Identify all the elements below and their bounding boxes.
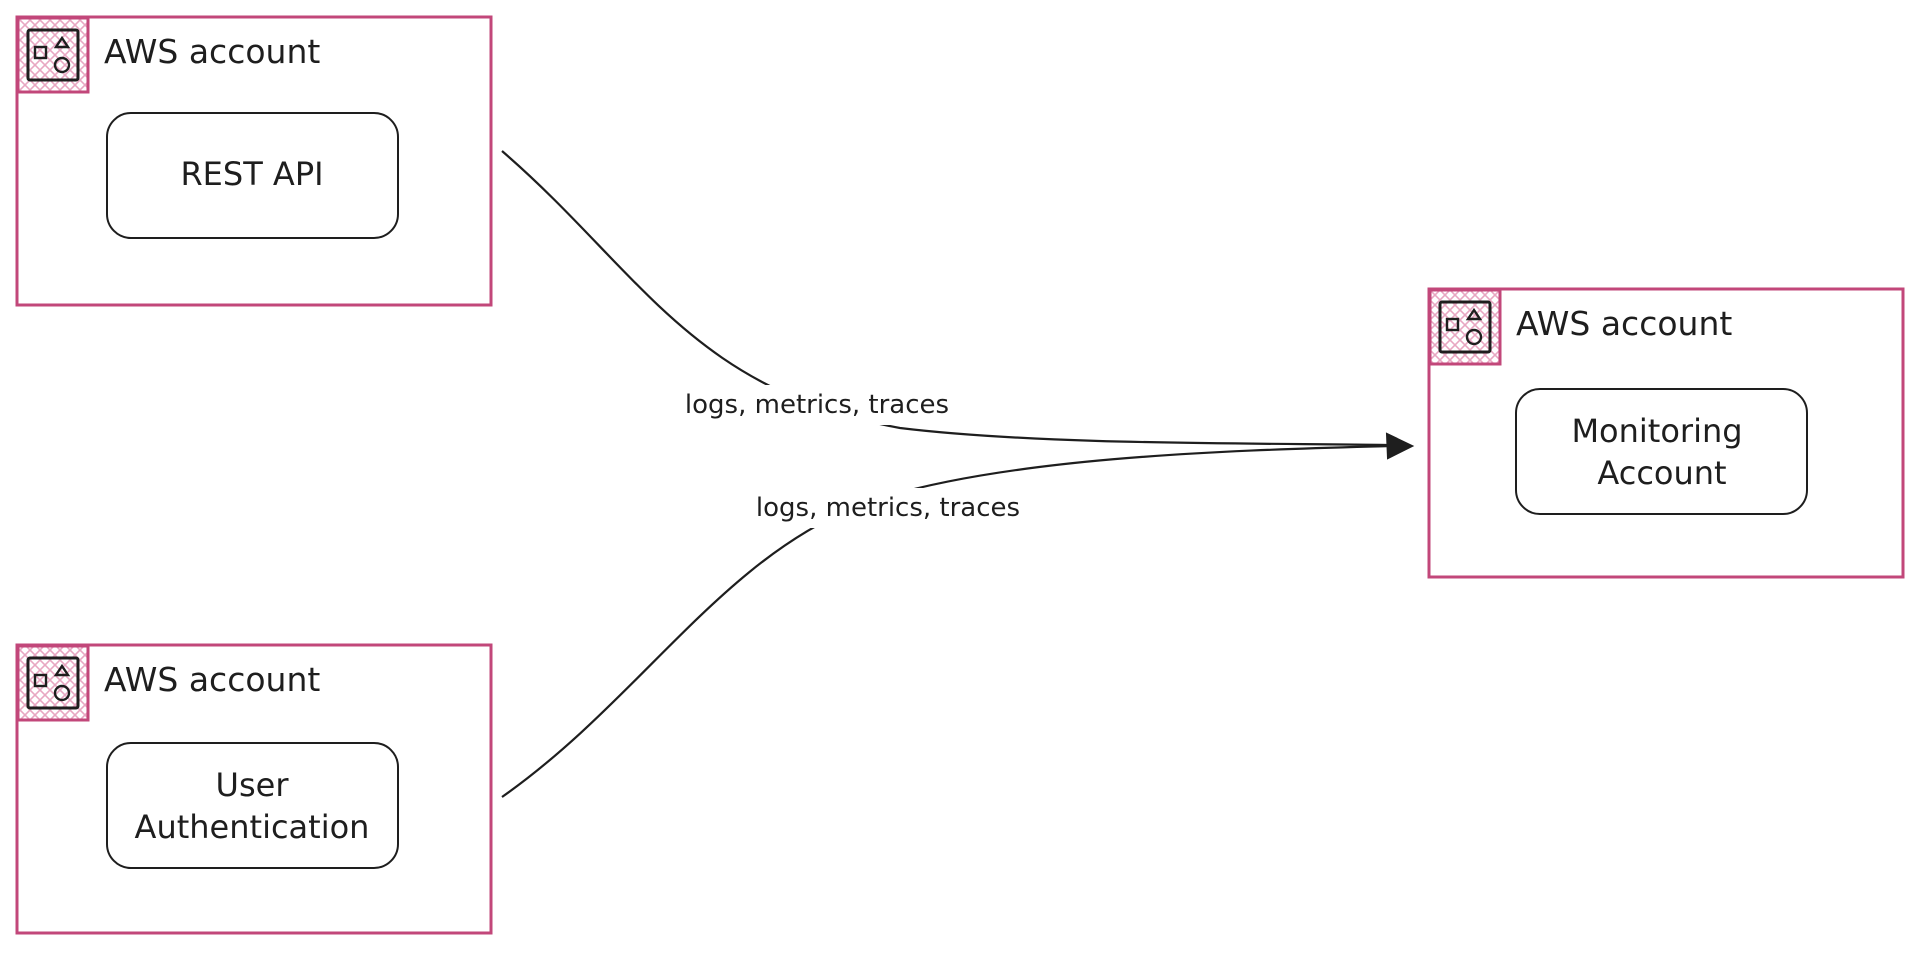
account-title: AWS account bbox=[104, 32, 320, 71]
service-label-line-2: Authentication bbox=[135, 808, 370, 846]
account-user-auth[interactable]: AWS account User Authentication bbox=[15, 643, 493, 935]
aws-account-icon bbox=[16, 644, 90, 722]
account-monitoring[interactable]: AWS account Monitoring Account bbox=[1427, 287, 1905, 579]
service-label: REST API bbox=[180, 155, 323, 193]
edge-label-rest: logs, metrics, traces bbox=[685, 390, 949, 420]
service-user-auth[interactable]: User Authentication bbox=[106, 742, 399, 869]
aws-account-icon bbox=[1428, 288, 1502, 366]
account-title: AWS account bbox=[104, 660, 320, 699]
account-title: AWS account bbox=[1516, 304, 1732, 343]
service-rest-api[interactable]: REST API bbox=[106, 112, 399, 239]
service-label-line-1: Monitoring bbox=[1571, 412, 1742, 450]
service-label-line-1: User bbox=[216, 766, 290, 804]
aws-account-icon bbox=[16, 16, 90, 94]
service-label-line-2: Account bbox=[1597, 454, 1726, 492]
account-rest-api[interactable]: AWS account REST API bbox=[15, 15, 493, 307]
edge-rest-to-monitoring bbox=[501, 150, 1391, 447]
service-monitoring[interactable]: Monitoring Account bbox=[1515, 388, 1808, 515]
edges bbox=[501, 150, 1415, 798]
edge-label-auth: logs, metrics, traces bbox=[756, 493, 1020, 523]
arrowhead bbox=[1385, 432, 1415, 460]
edge-labels: logs, metrics, traces logs, metrics, tra… bbox=[670, 385, 1038, 528]
